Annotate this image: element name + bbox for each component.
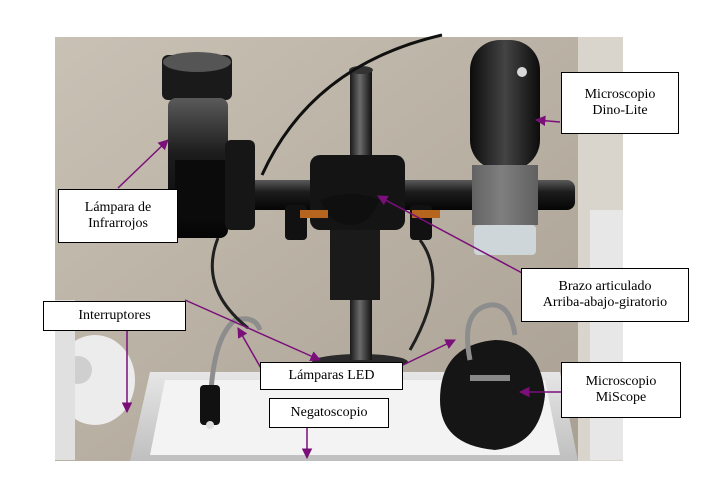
label-interruptores: Interruptores <box>43 301 186 331</box>
arrow-led-left <box>237 327 263 371</box>
label-line: Interruptores <box>78 308 151 323</box>
label-lamparas-led: Lámparas LED <box>260 362 403 390</box>
miscope-body <box>440 340 545 450</box>
arrow-interruptores-2 <box>184 299 321 361</box>
dino-lite-body <box>470 40 540 170</box>
label-line: Lámpara de <box>84 200 152 215</box>
label-lampara-infrarrojos: Lámpara de Infrarrojos <box>58 189 178 243</box>
label-brazo-articulado: Brazo articulado Arriba-abajo-giratorio <box>521 268 689 322</box>
arrow-brazo <box>377 195 525 275</box>
led-gooseneck-right <box>465 302 518 361</box>
label-microscopio-miscope: Microscopio MiScope <box>561 362 681 418</box>
label-line: Microscopio <box>585 374 657 389</box>
label-line: Brazo articulado <box>558 279 652 294</box>
label-line: Arriba-abajo-giratorio <box>542 295 668 310</box>
arrow-dino-lite <box>534 115 561 127</box>
label-negatoscopio: Negatoscopio <box>269 398 389 428</box>
label-line: Lámparas LED <box>288 368 375 383</box>
led-gooseneck-left <box>207 316 263 421</box>
label-line: Negatoscopio <box>290 405 368 420</box>
label-line: Infrarrojos <box>88 216 148 231</box>
label-line: Dino-Lite <box>592 103 648 118</box>
label-microscopio-dino-lite: Microscopio Dino-Lite <box>561 72 679 134</box>
arrow-ir-lamp <box>117 139 169 189</box>
arrow-led-right <box>402 339 456 366</box>
label-line: MiScope <box>595 390 647 405</box>
label-line: Microscopio <box>584 87 656 102</box>
